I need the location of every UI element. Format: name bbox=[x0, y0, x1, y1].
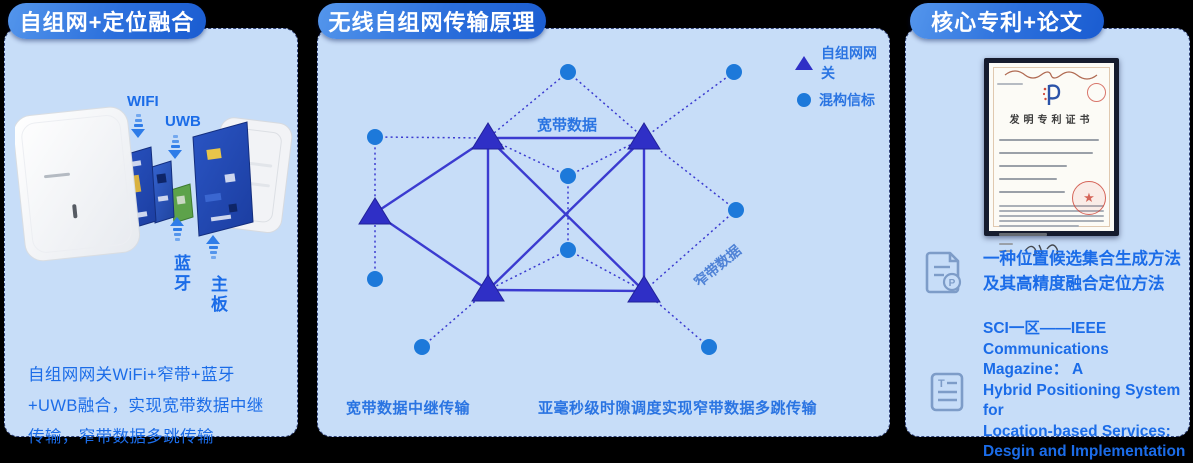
broadband-edge-label: 宽带数据 bbox=[537, 117, 598, 134]
certificate-logo bbox=[1042, 84, 1061, 105]
uwb-pcb bbox=[170, 183, 194, 224]
certificate-text-line bbox=[999, 243, 1013, 245]
caption-broadband-relay: 宽带数据中继传输 bbox=[346, 400, 471, 417]
wifi-label: WIFI bbox=[127, 93, 159, 110]
certificate-red-seal-icon: ★ bbox=[1072, 181, 1106, 215]
bluetooth-label: 蓝牙 bbox=[171, 254, 190, 294]
mainboard-label: 主板 bbox=[208, 275, 227, 315]
beacon-node bbox=[560, 64, 576, 80]
fusion-description: 自组网网关WiFi+窄带+蓝牙 +UWB融合，实现宽带数据中继 传输，窄带数据多… bbox=[28, 366, 264, 446]
uwb-arrow-icon bbox=[168, 135, 182, 159]
infographic-root: { "panels": { "fusion": { "title": "自组网+… bbox=[4, 3, 1190, 460]
patent-document-icon: P bbox=[925, 251, 962, 294]
gateway-node bbox=[471, 122, 505, 150]
narrowband-link bbox=[567, 137, 645, 177]
uwb-label: UWB bbox=[165, 113, 201, 130]
beacon-node bbox=[701, 339, 717, 355]
wifi-arrow-icon bbox=[131, 114, 145, 138]
panel-transmission: 宽带数据 窄带数据 自组网网关 混构信标 宽带数据中继传输 亚毫秒级时隙调度实现… bbox=[317, 28, 890, 437]
certificate-text-line bbox=[999, 152, 1093, 154]
broadband-link bbox=[374, 137, 489, 214]
narrowband-link bbox=[567, 71, 645, 139]
patent-certificate-image: 发明专利证书 ★ bbox=[984, 58, 1119, 256]
gateway-node bbox=[627, 275, 661, 303]
transmission-title-pill: 无线自组网传输原理 bbox=[318, 3, 546, 39]
legend-beacon-label: 混构信标 bbox=[819, 92, 875, 108]
gateway-node bbox=[471, 274, 505, 302]
broadband-link bbox=[487, 288, 645, 293]
narrowband-link bbox=[487, 71, 569, 139]
text-document-icon: T bbox=[930, 372, 964, 412]
bluetooth-arrow-icon bbox=[170, 217, 184, 241]
front-cover bbox=[15, 106, 141, 262]
legend: 自组网网关 混构信标 bbox=[795, 43, 889, 110]
certificate-title: 发明专利证书 bbox=[1009, 115, 1094, 126]
certificate-paragraph-line bbox=[999, 225, 1079, 227]
certificate-paragraph-line bbox=[999, 205, 1104, 207]
svg-text:T: T bbox=[938, 378, 945, 390]
narrowband-link bbox=[643, 71, 735, 139]
mainboard-arrow-icon bbox=[206, 235, 220, 259]
certificate-footer-bar bbox=[999, 233, 1047, 236]
certificate-number bbox=[997, 83, 1023, 85]
gateway-triangle-icon bbox=[795, 56, 813, 70]
certificate-text-line bbox=[999, 165, 1067, 167]
beacon-circle-icon bbox=[797, 93, 811, 107]
beacon-node bbox=[728, 202, 744, 218]
patents-title: 核心专利+论文 bbox=[931, 10, 1083, 35]
certificate-text-line bbox=[999, 178, 1057, 180]
device-exploded-illustration bbox=[15, 106, 293, 262]
panel-patents: 发明专利证书 ★ bbox=[905, 28, 1190, 460]
certificate-text-line bbox=[999, 139, 1099, 141]
svg-text:P: P bbox=[949, 278, 956, 289]
beacon-node bbox=[560, 242, 576, 258]
led-slot bbox=[72, 204, 78, 219]
narrowband-link bbox=[643, 290, 710, 348]
narrowband-link bbox=[374, 136, 489, 139]
panel-fusion: WIFI UWB 蓝牙 主板 自组网网关WiFi+窄带+蓝牙 +UWB融合，实现… bbox=[4, 28, 298, 446]
beacon-node bbox=[726, 64, 742, 80]
certificate-inner-border bbox=[993, 67, 1110, 227]
beacon-node bbox=[367, 129, 383, 145]
patents-title-pill: 核心专利+论文 bbox=[910, 3, 1104, 39]
narrowband-link bbox=[567, 249, 645, 292]
broadband-link bbox=[374, 212, 489, 291]
beacon-node bbox=[560, 168, 576, 184]
fusion-title-pill: 自组网+定位融合 bbox=[8, 3, 206, 39]
certificate-text-line bbox=[999, 191, 1065, 193]
certificate-paper: 发明专利证书 ★ bbox=[989, 63, 1114, 256]
certificate-paragraph-line bbox=[999, 220, 1104, 222]
certificate-flourish bbox=[1004, 70, 1098, 80]
brand-logo bbox=[44, 172, 70, 179]
beacon-node bbox=[414, 339, 430, 355]
narrowband-link bbox=[643, 137, 737, 211]
certificate-signature bbox=[1024, 244, 1059, 256]
beacon-node bbox=[367, 271, 383, 287]
legend-gateway: 自组网网关 bbox=[795, 43, 889, 83]
certificate-paragraph-line bbox=[999, 210, 1104, 212]
caption-narrowband-multihop: 亚毫秒级时隙调度实现窄带数据多跳传输 bbox=[538, 400, 818, 417]
patent-item-text: 一种位置候选集合生成方法 及其高精度融合定位方法 bbox=[983, 250, 1181, 293]
network-svg bbox=[358, 64, 744, 355]
narrowband-link bbox=[487, 249, 569, 291]
legend-gateway-label: 自组网网关 bbox=[821, 45, 877, 81]
legend-beacon: 混构信标 bbox=[795, 90, 889, 110]
certificate-top-seal bbox=[1087, 83, 1106, 102]
broadband-link bbox=[487, 137, 645, 291]
gateway-node bbox=[358, 197, 392, 225]
certificate-text-line bbox=[999, 250, 1013, 252]
fusion-title: 自组网+定位融合 bbox=[19, 10, 195, 35]
transmission-title: 无线自组网传输原理 bbox=[328, 10, 536, 35]
gateway-node bbox=[627, 122, 661, 150]
mainboard-pcb bbox=[192, 121, 254, 237]
certificate-paragraph-line bbox=[999, 215, 1104, 217]
